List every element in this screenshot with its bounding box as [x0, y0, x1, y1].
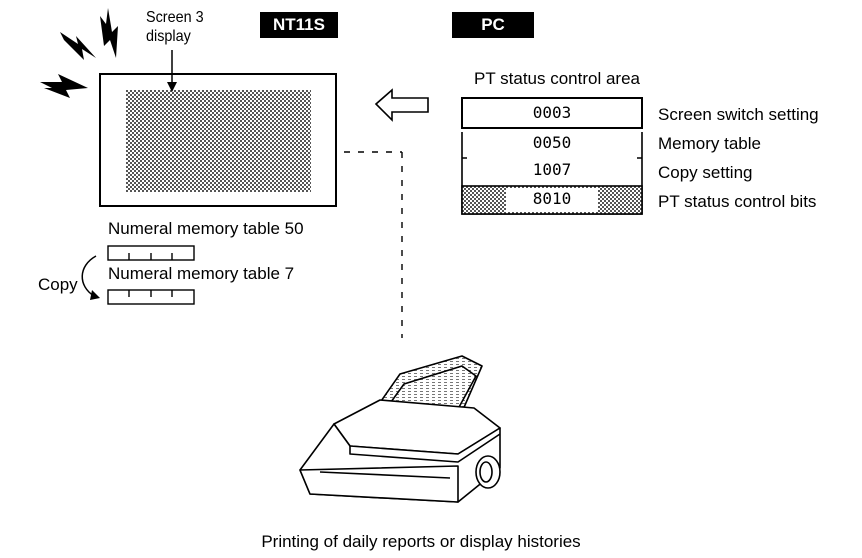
- pt-value-screen-switch: 0003: [532, 103, 572, 122]
- pt-label-copy-setting: Copy setting: [658, 163, 753, 182]
- pt-table-values: 0003 0050 1007 8010: [462, 98, 642, 214]
- copy-arrow-icon: [81, 255, 100, 300]
- nt11s-screen: [99, 73, 337, 207]
- pt-area-title: PT status control area: [474, 69, 640, 88]
- dashed-connector: [344, 151, 403, 338]
- pt-label-memory-table: Memory table: [658, 134, 761, 153]
- numeral-memory-50-label: Numeral memory table 50: [108, 219, 304, 238]
- caption: Printing of daily reports or display his…: [261, 532, 581, 551]
- copy-label: Copy: [38, 275, 78, 294]
- screen-display-label: Screen 3 display: [146, 9, 204, 45]
- pt-value-memory-table: 0050: [532, 133, 572, 152]
- pc-badge: PC: [452, 12, 534, 38]
- lightning-icon: [40, 8, 118, 98]
- numeral-memory-7-label: Numeral memory table 7: [108, 264, 295, 283]
- pt-value-status-bits: 8010: [532, 189, 572, 208]
- screen-pointer-arrow: [167, 50, 177, 92]
- arrow-left-icon: [374, 88, 429, 122]
- pt-label-status-bits: PT status control bits: [658, 192, 817, 211]
- pt-label-screen-switch: Screen switch setting: [658, 105, 819, 124]
- nt11s-badge: NT11S: [260, 12, 338, 38]
- memory-table-50-strip: [107, 245, 195, 261]
- pt-value-copy-setting: 1007: [532, 160, 572, 179]
- printer-icon: [299, 355, 501, 503]
- pt-status-table: [461, 97, 643, 215]
- memory-table-7-strip: [107, 289, 195, 305]
